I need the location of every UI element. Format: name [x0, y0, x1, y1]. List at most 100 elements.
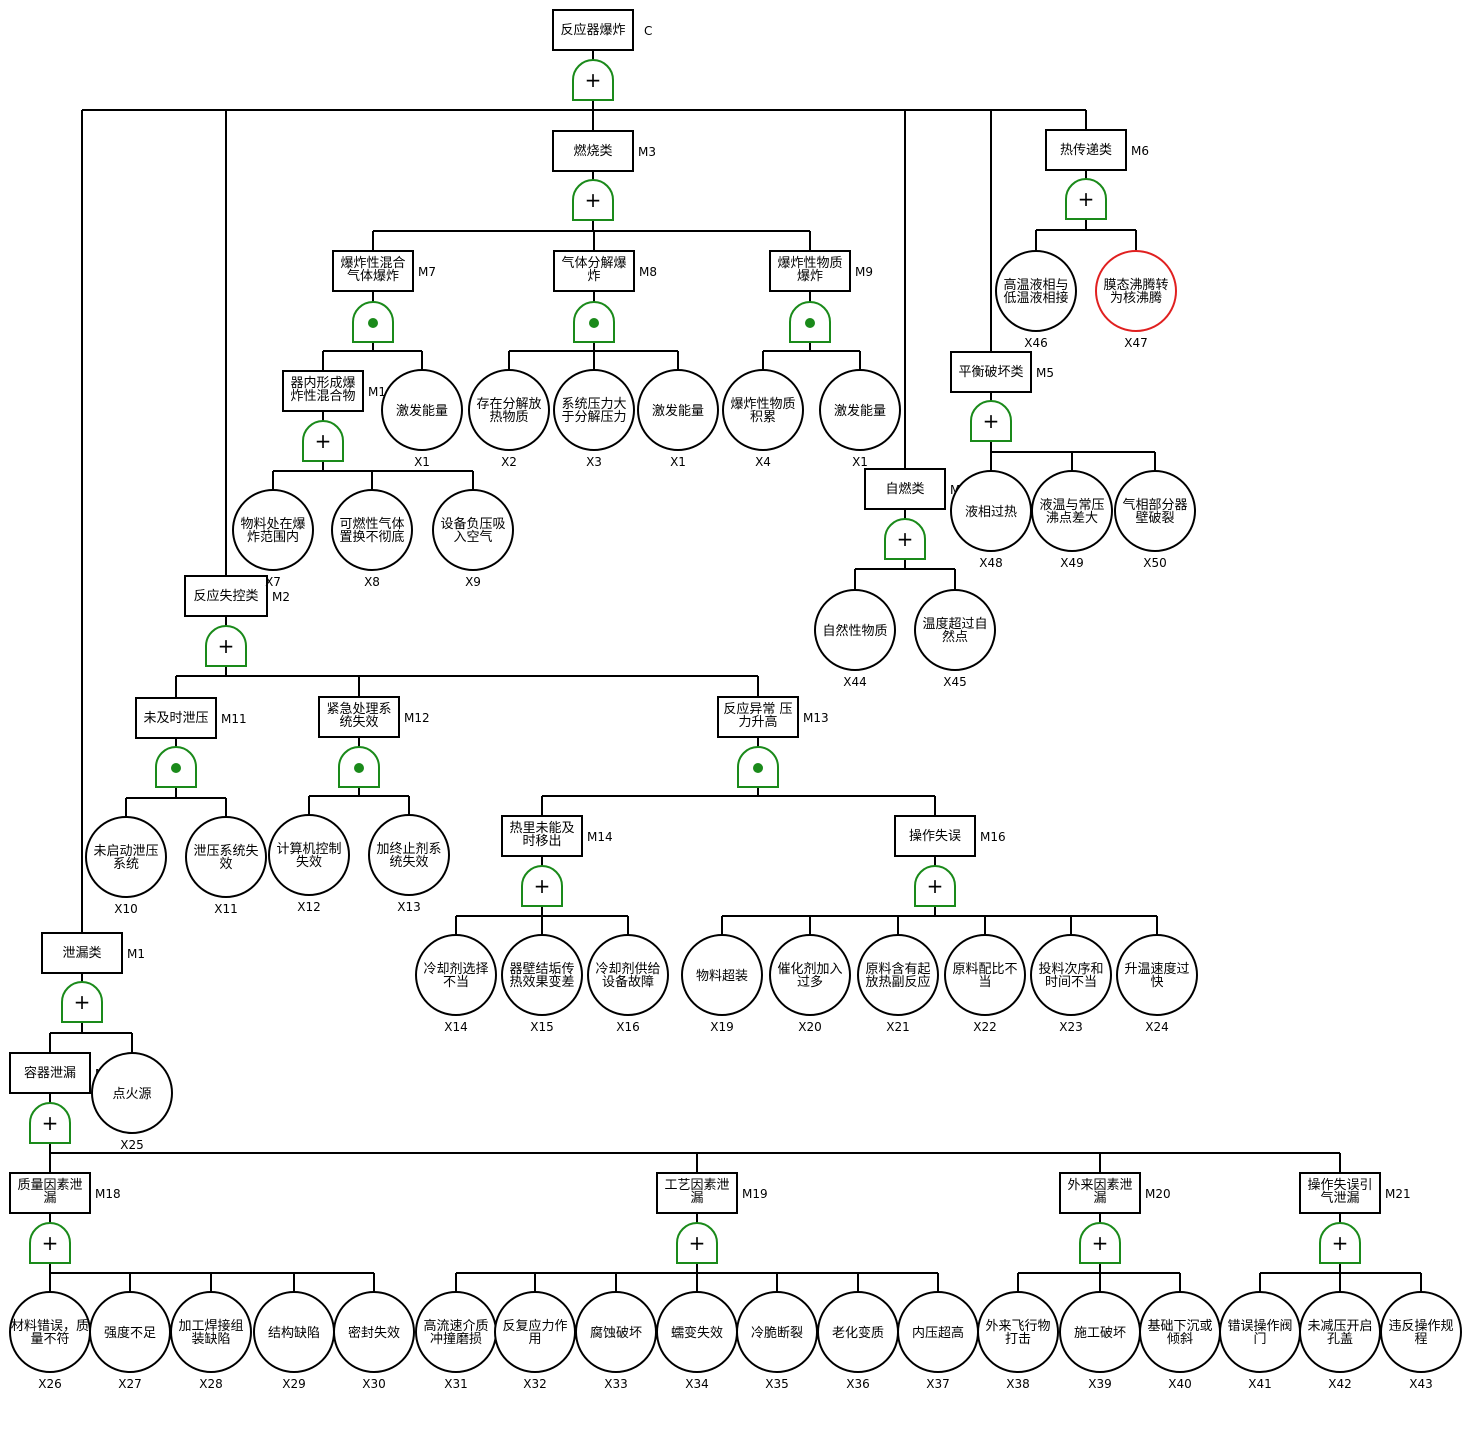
- or-gate-plus-icon: +: [585, 188, 602, 212]
- gate-shape: [572, 179, 614, 221]
- basic-event-code: X50: [1143, 556, 1167, 570]
- basic-event-code: X38: [1006, 1377, 1030, 1391]
- and-gate-dot-icon: [805, 318, 815, 328]
- basic-event-code: X1: [670, 455, 686, 469]
- basic-event-label: 不当: [443, 975, 469, 990]
- intermediate-event-label: 容器泄漏: [24, 1065, 76, 1081]
- basic-event-code: X14: [444, 1020, 468, 1034]
- intermediate-event-label: 平衡破坏类: [958, 365, 1023, 380]
- basic-event-code: X15: [530, 1020, 554, 1034]
- basic-event-label: 原料含有起: [865, 961, 930, 977]
- gate-shape: [521, 865, 563, 907]
- intermediate-event-code: M5: [1036, 366, 1054, 380]
- basic-event-label: 当: [978, 975, 991, 990]
- basic-event-label: 于分解压力: [561, 410, 626, 425]
- intermediate-event-label: 气体分解爆: [561, 255, 626, 271]
- basic-event-label: 用: [528, 1332, 541, 1347]
- basic-event-label: 原料配比不: [952, 962, 1017, 977]
- intermediate-event-code: M8: [639, 265, 657, 279]
- gate-shape: [1065, 178, 1107, 220]
- intermediate-event-label: 热传递类: [1060, 143, 1112, 158]
- basic-event-code: X22: [973, 1020, 997, 1034]
- intermediate-event-code: M12: [404, 711, 430, 725]
- basic-event-label: 壁破裂: [1135, 511, 1174, 526]
- basic-event-code: X30: [362, 1377, 386, 1391]
- intermediate-event-label: 操作失误: [909, 828, 961, 844]
- gate-shape: [676, 1222, 718, 1264]
- and-gate-m9: [789, 301, 831, 343]
- basic-event-code: X28: [199, 1377, 223, 1391]
- intermediate-event-label: 力升高: [738, 714, 777, 730]
- intermediate-event-code: M13: [803, 711, 829, 725]
- or-gate-m10: +: [302, 420, 344, 462]
- intermediate-event-label: 泄漏类: [62, 945, 101, 961]
- basic-event-code: X41: [1248, 1377, 1272, 1391]
- basic-event-label: 膜态沸腾转: [1103, 277, 1168, 293]
- or-gate-plus-icon: +: [534, 874, 551, 898]
- basic-event-code: X48: [979, 556, 1003, 570]
- basic-event-label: 积累: [750, 410, 776, 425]
- basic-event-label: 效: [219, 857, 232, 872]
- basic-event-label: 量不符: [30, 1331, 69, 1347]
- basic-event-label: 可燃性气体: [339, 516, 404, 532]
- intermediate-event-code: M21: [1385, 1187, 1411, 1201]
- gate-shape: [1319, 1222, 1361, 1264]
- basic-event-label: 激发能量: [652, 403, 704, 419]
- basic-event-code: X10: [114, 902, 138, 916]
- basic-event-label: 放热副反应: [865, 974, 930, 990]
- basic-event-label: 冲撞磨损: [430, 1332, 482, 1347]
- basic-event-label: 反复应力作: [502, 1318, 567, 1334]
- basic-event-code: X1: [852, 455, 868, 469]
- basic-event-label: 温度超过自: [922, 616, 987, 632]
- gate-shape: [884, 518, 926, 560]
- basic-event-label: 快: [1150, 975, 1163, 990]
- intermediate-event-code: M19: [742, 1187, 768, 1201]
- basic-event-label: 失效: [296, 855, 322, 870]
- intermediate-event-label: 漏: [690, 1190, 703, 1206]
- intermediate-event-label: 炸性混合物: [290, 389, 355, 404]
- intermediate-event-code: M1: [127, 947, 145, 961]
- intermediate-event-label: 爆炸性混合: [340, 256, 405, 271]
- basic-event-label: 未启动泄压: [93, 844, 158, 859]
- basic-event-code: X7: [265, 575, 281, 589]
- basic-event-code: X46: [1024, 336, 1048, 350]
- intermediate-event-label: 时移出: [522, 834, 561, 849]
- basic-event-label: 液温与常压: [1039, 498, 1104, 513]
- basic-event-label: 热物质: [489, 410, 528, 425]
- basic-event-label: 炸范围内: [247, 529, 299, 545]
- intermediate-event-label: 燃烧类: [573, 143, 612, 159]
- basic-event-code: X9: [465, 575, 481, 589]
- gate-shape: [205, 625, 247, 667]
- intermediate-event-label: 外来因素泄: [1067, 1178, 1132, 1193]
- intermediate-event-label: 未及时泄压: [143, 711, 208, 726]
- intermediate-event-label: 操作失误引: [1307, 1177, 1372, 1193]
- or-gate-plus-icon: +: [1332, 1231, 1349, 1255]
- gate-shape: [1079, 1222, 1121, 1264]
- basic-event-code: X26: [38, 1377, 62, 1391]
- basic-event-code: X12: [297, 900, 321, 914]
- or-gate-c: +: [572, 59, 614, 101]
- basic-event-label: 系统: [113, 857, 139, 872]
- basic-event-code: X37: [926, 1377, 950, 1391]
- basic-event-label: 内压超高: [912, 1325, 964, 1341]
- basic-event-code: X1: [414, 455, 430, 469]
- basic-event-label: 低温液相接: [1003, 290, 1068, 306]
- basic-event-label: 材料错误，质: [11, 1319, 89, 1334]
- or-gate-m3: +: [572, 179, 614, 221]
- basic-event-label: 系统压力大: [561, 397, 626, 412]
